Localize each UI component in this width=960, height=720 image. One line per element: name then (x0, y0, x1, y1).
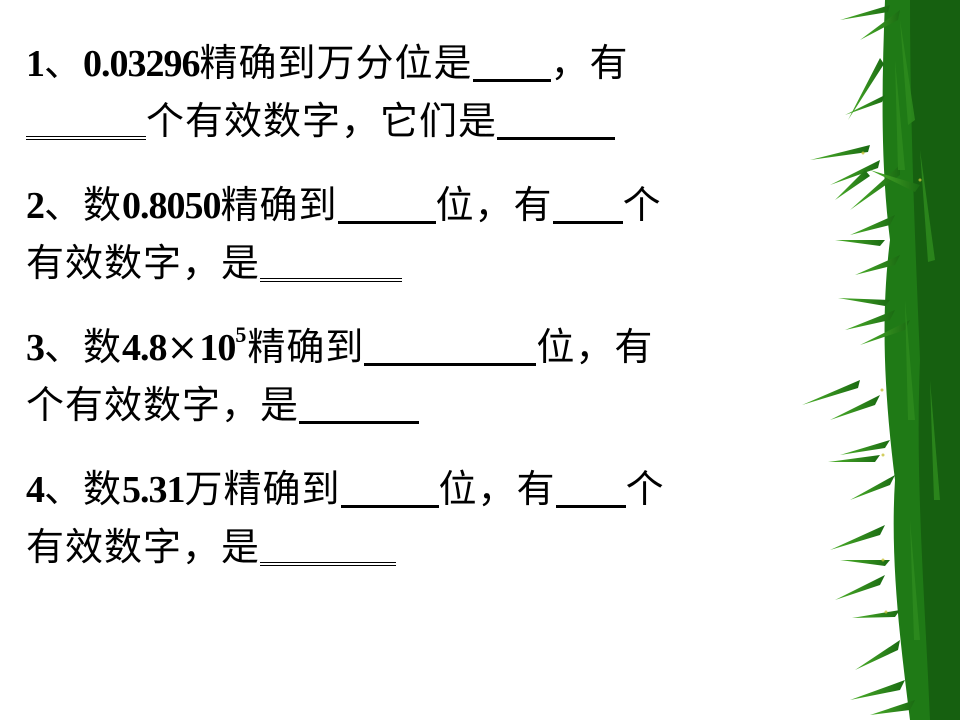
number-value: 4.8 (122, 327, 167, 369)
answer-blank[interactable] (340, 465, 439, 508)
question-text: 精确到 (220, 183, 338, 227)
separator: 、 (44, 325, 84, 369)
question-number: 1 (26, 43, 45, 85)
answer-blank[interactable] (337, 181, 436, 224)
separator: 、 (44, 183, 84, 227)
answer-blank[interactable] (364, 323, 537, 366)
question-2: 2、数0.8050精确到 位，有 个 有效数字，是 (26, 178, 806, 294)
power-exponent: 5 (235, 322, 248, 347)
question-text: 位，有 (438, 467, 556, 511)
question-number: 3 (26, 327, 45, 369)
number-value: 5.31 (122, 469, 185, 511)
question-text: 个有效数字，它们是 (146, 99, 498, 143)
question-text: 数 (83, 467, 123, 511)
question-3-line-2: 个有效数字，是 (26, 378, 806, 436)
question-text: 个 (622, 183, 662, 227)
power-base: 10 (199, 327, 236, 369)
separator: 、 (44, 467, 84, 511)
question-4: 4、数5.31万精确到 位，有 个 有效数字，是 (26, 462, 806, 578)
times-sign: × (166, 325, 200, 369)
question-text: 有效数字，是 (26, 241, 261, 285)
question-1: 1、0.03296精确到万分位是 ，有 个有效数字，它们是 (26, 36, 806, 152)
question-4-line-1: 4、数5.31万精确到 位，有 个 (26, 462, 806, 520)
question-text: 个 (625, 467, 665, 511)
question-text: 精确到 (247, 325, 365, 369)
question-text: ，有 (550, 41, 629, 85)
answer-blank[interactable] (260, 238, 403, 282)
answer-blank[interactable] (299, 381, 420, 424)
question-text: 有效数字，是 (26, 525, 261, 569)
question-3: 3、数4.8×105精确到 位，有 个有效数字，是 (26, 320, 806, 436)
answer-blank[interactable] (260, 522, 397, 566)
question-1-line-1: 1、0.03296精确到万分位是 ，有 (26, 36, 806, 94)
separator: 、 (44, 41, 84, 85)
question-4-line-2: 有效数字，是 (26, 520, 806, 578)
question-text: 位，有 (536, 325, 654, 369)
answer-blank[interactable] (555, 465, 626, 508)
answer-blank[interactable] (472, 39, 551, 82)
question-number: 2 (26, 185, 45, 227)
question-number: 4 (26, 469, 45, 511)
question-text: 个有效数字，是 (26, 383, 300, 427)
bamboo-leaves-icon (802, 0, 960, 720)
answer-blank[interactable] (26, 96, 146, 140)
question-text: 位，有 (435, 183, 553, 227)
question-text: 数 (83, 183, 123, 227)
question-text: 万精确到 (184, 467, 341, 511)
question-text: 数 (83, 325, 123, 369)
question-2-line-1: 2、数0.8050精确到 位，有 个 (26, 178, 806, 236)
question-text: 精确到万分位是 (199, 41, 473, 85)
question-1-line-2: 个有效数字，它们是 (26, 94, 806, 152)
number-value: 0.8050 (122, 185, 221, 227)
question-list: 1、0.03296精确到万分位是，有 个有效数字，它们是 2、数0.8050精确… (26, 36, 806, 578)
question-2-line-2: 有效数字，是 (26, 236, 806, 294)
answer-blank[interactable] (552, 181, 623, 224)
number-value: 0.03296 (83, 43, 200, 85)
answer-blank[interactable] (497, 97, 616, 140)
question-3-line-1: 3、数4.8×105精确到 位，有 (26, 320, 806, 378)
